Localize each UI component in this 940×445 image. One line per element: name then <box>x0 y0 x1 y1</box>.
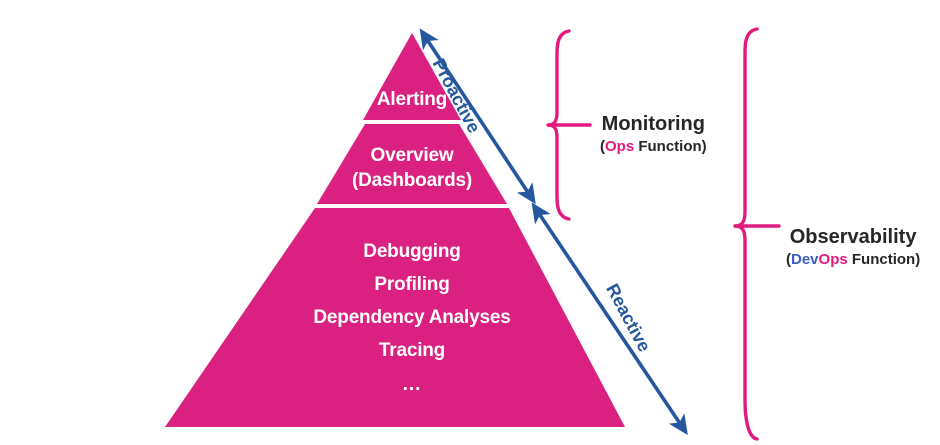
pyramid-tier-alerting <box>363 33 461 120</box>
group-label-observability: Observability (DevOps Function) <box>786 226 920 269</box>
monitoring-title: Monitoring <box>601 113 705 135</box>
observability-sub-rest: Function) <box>847 251 921 268</box>
monitoring-sub-rest: Function) <box>634 138 707 155</box>
pyramid-tier-overview <box>317 124 507 204</box>
observability-sub-open: ( <box>786 251 791 268</box>
observability-brace <box>734 27 759 441</box>
monitoring-sub-open: ( <box>600 138 605 155</box>
monitoring-subtitle: (Ops Function) <box>600 138 707 156</box>
proactive-arrow <box>419 28 536 205</box>
observability-title: Observability <box>789 226 917 248</box>
observability-sub-dev: Dev <box>791 251 819 268</box>
reactive-arrow <box>531 202 688 436</box>
group-label-monitoring: Monitoring (Ops Function) <box>600 113 707 156</box>
observability-subtitle: (DevOps Function) <box>786 251 920 269</box>
observability-sub-ops: Ops <box>818 251 848 268</box>
monitoring-sub-ops: Ops <box>605 138 635 155</box>
pyramid-tier-deep-analysis <box>165 208 625 427</box>
